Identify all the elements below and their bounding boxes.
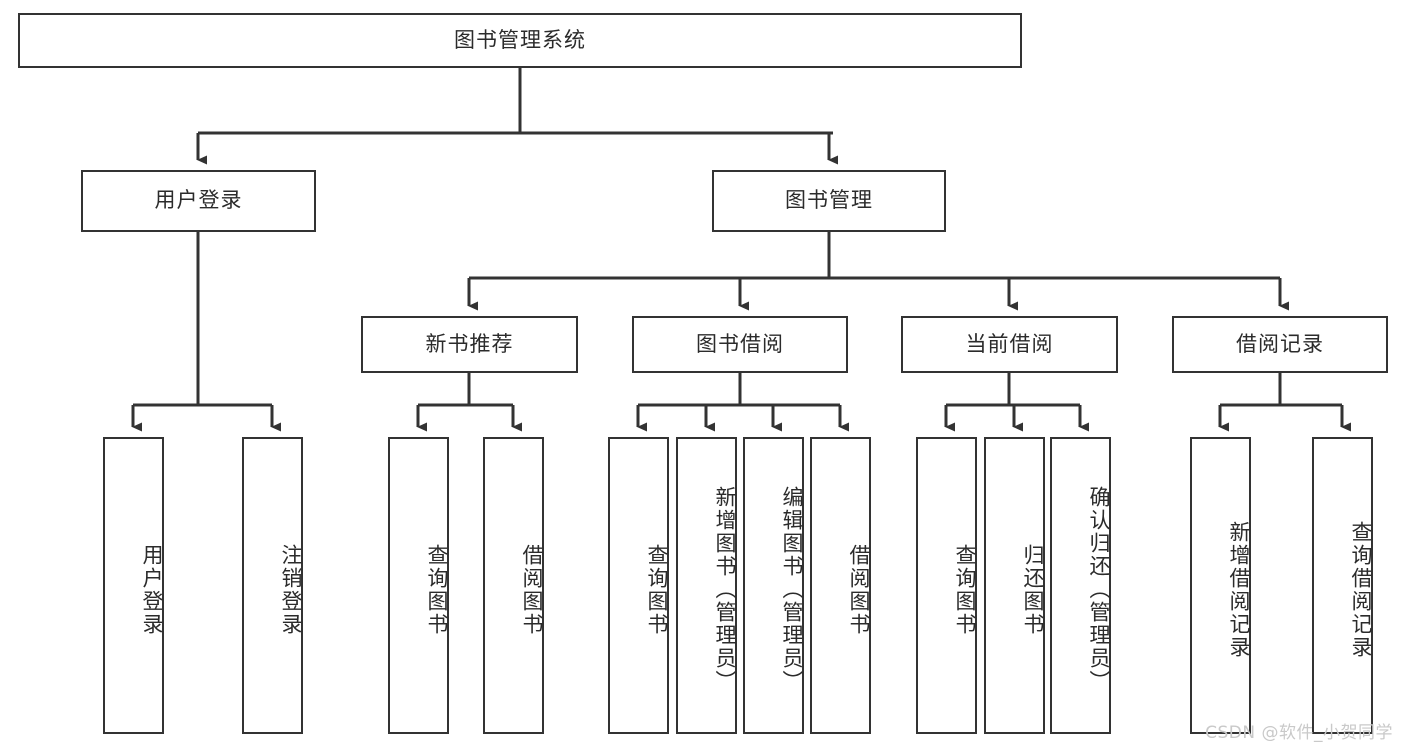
node-current-borrow-label: 当前借阅 (965, 331, 1054, 356)
node-leaf-add-book-label: 新增图书（管理员） (713, 486, 737, 693)
node-leaf-add-book[interactable]: 新增图书（管理员） (676, 437, 737, 734)
node-leaf-user-login[interactable]: 用户登录 (103, 437, 164, 734)
node-new-book-recommend-label: 新书推荐 (425, 331, 514, 356)
node-leaf-confirm-return[interactable]: 确认归还（管理员） (1050, 437, 1111, 734)
node-leaf-add-record[interactable]: 新增借阅记录 (1190, 437, 1251, 734)
node-leaf-return-book-label: 归还图书 (1021, 543, 1045, 636)
node-book-borrow[interactable]: 图书借阅 (632, 316, 848, 373)
node-leaf-query-book-3-label: 查询图书 (953, 543, 977, 636)
node-leaf-confirm-return-label: 确认归还（管理员） (1087, 486, 1111, 693)
node-book-manage-label: 图书管理 (785, 188, 873, 213)
node-book-borrow-label: 图书借阅 (696, 331, 784, 356)
node-leaf-query-book-2-label: 查询图书 (645, 543, 669, 636)
node-new-book-recommend[interactable]: 新书推荐 (361, 316, 578, 373)
node-leaf-user-logout[interactable]: 注销登录 (242, 437, 303, 734)
node-leaf-user-logout-label: 注销登录 (279, 543, 303, 636)
node-book-manage[interactable]: 图书管理 (712, 170, 946, 232)
node-leaf-edit-book[interactable]: 编辑图书（管理员） (743, 437, 804, 734)
node-root[interactable]: 图书管理系统 (18, 13, 1022, 68)
node-leaf-edit-book-label: 编辑图书（管理员） (780, 486, 804, 693)
node-leaf-user-login-label: 用户登录 (140, 543, 164, 636)
node-leaf-query-book-1[interactable]: 查询图书 (388, 437, 449, 734)
node-leaf-query-book-1-label: 查询图书 (425, 543, 449, 636)
node-leaf-query-book-3[interactable]: 查询图书 (916, 437, 977, 734)
node-user-login[interactable]: 用户登录 (81, 170, 316, 232)
node-borrow-record[interactable]: 借阅记录 (1172, 316, 1388, 373)
node-leaf-add-record-label: 新增借阅记录 (1227, 520, 1251, 659)
watermark: CSDN @软件_小贺同学 (1205, 723, 1393, 743)
node-leaf-query-book-2[interactable]: 查询图书 (608, 437, 669, 734)
node-leaf-query-record-label: 查询借阅记录 (1349, 520, 1373, 659)
node-leaf-borrow-book-2[interactable]: 借阅图书 (810, 437, 871, 734)
node-root-label: 图书管理系统 (454, 27, 586, 52)
node-leaf-query-record[interactable]: 查询借阅记录 (1312, 437, 1373, 734)
node-user-login-label: 用户登录 (154, 188, 243, 213)
node-borrow-record-label: 借阅记录 (1236, 331, 1324, 356)
node-leaf-return-book[interactable]: 归还图书 (984, 437, 1045, 734)
node-leaf-borrow-book-2-label: 借阅图书 (847, 543, 871, 636)
node-leaf-borrow-book-1-label: 借阅图书 (520, 543, 544, 636)
node-current-borrow[interactable]: 当前借阅 (901, 316, 1118, 373)
node-leaf-borrow-book-1[interactable]: 借阅图书 (483, 437, 544, 734)
